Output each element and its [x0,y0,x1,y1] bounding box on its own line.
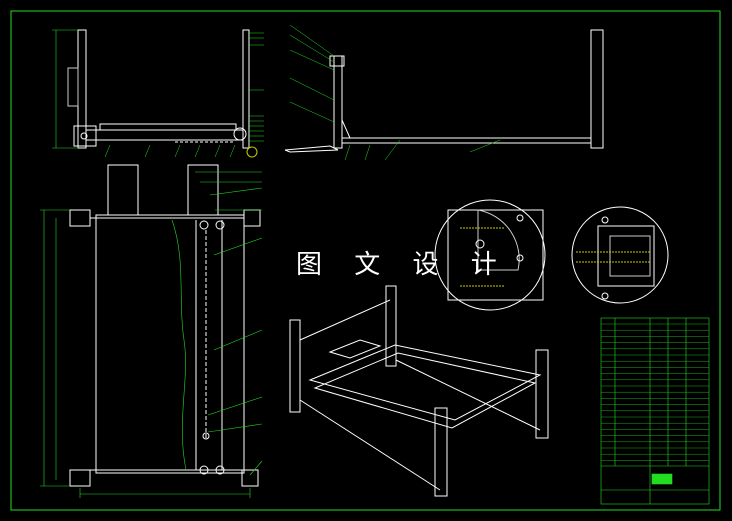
parts-list-rows [601,323,709,461]
side-leaders [289,24,501,161]
top-plan [69,164,261,487]
watermark-text: 图 文 设 计 [296,250,509,280]
front-elevation [67,29,258,158]
plan-dimensions [40,171,263,498]
front-dimension [52,29,78,149]
side-elevation [284,29,604,153]
front-leaders [104,32,264,158]
detail-b [434,199,546,311]
detail-c [571,206,669,304]
isometric-view [289,285,549,497]
title-block [600,317,710,505]
sheet-border [10,10,721,511]
